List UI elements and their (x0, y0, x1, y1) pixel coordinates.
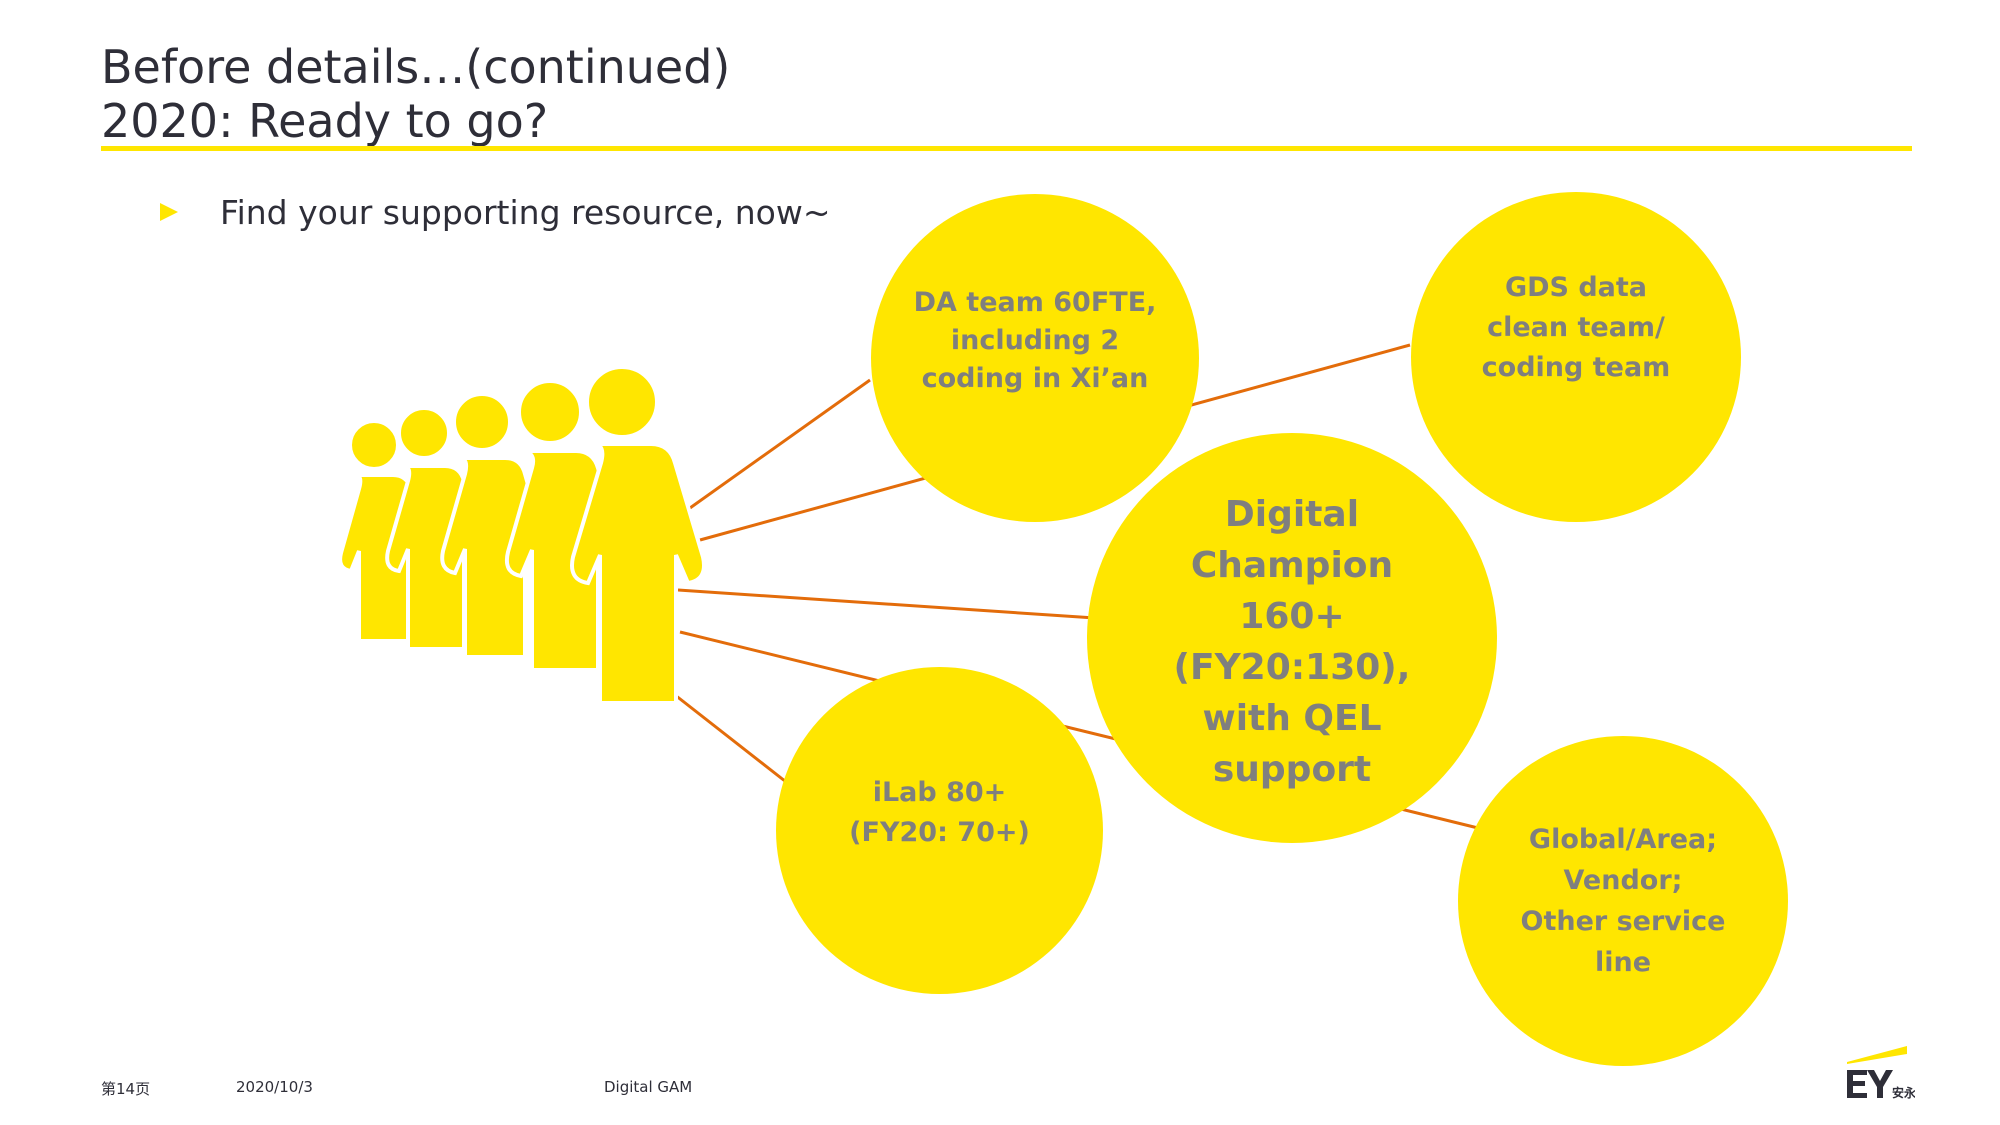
connector-line-da (689, 378, 871, 510)
bullet-text: Find your supporting resource, now~ (220, 192, 831, 232)
digital-champion-label: Digital Champion 160+ (FY20:130), with Q… (1173, 494, 1411, 790)
global-vendor-label: Global/Area; Vendor; Other service line (1520, 824, 1726, 978)
svg-text:安永: 安永 (1892, 1085, 1915, 1100)
footer-page-number: 第14页 (101, 1080, 151, 1098)
people-group-icon (338, 365, 706, 705)
ilab-bubble: iLab 80+ (FY20: 70+) (776, 667, 1103, 994)
slide-title: Before details…(continued) 2020: Ready t… (101, 40, 730, 148)
connector-line-ilab (674, 693, 791, 787)
footer-date: 2020/10/3 (236, 1078, 313, 1096)
title-line-1: Before details…(continued) (101, 40, 731, 94)
da-team-label: DA team 60FTE, including 2 coding in Xi’… (913, 287, 1157, 394)
footer-document-name: Digital GAM (604, 1078, 693, 1096)
digital-champion-bubble: Digital Champion 160+ (FY20:130), with Q… (1087, 433, 1497, 843)
title-line-2: 2020: Ready to go? (101, 94, 549, 148)
global-vendor-bubble: Global/Area; Vendor; Other service line (1458, 736, 1788, 1066)
da-team-bubble: DA team 60FTE, including 2 coding in Xi’… (871, 194, 1199, 522)
gds-team-label: GDS data clean team/ coding team (1481, 272, 1671, 383)
ilab-label: iLab 80+ (FY20: 70+) (849, 776, 1030, 848)
bullet-arrow-icon (160, 203, 178, 221)
title-underline (101, 146, 1912, 151)
gds-team-bubble: GDS data clean team/ coding team (1411, 192, 1741, 522)
connector-line-champion (677, 588, 1096, 620)
ey-logo: 安永 (1847, 1046, 1915, 1100)
person-icon-5 (570, 365, 706, 705)
bullet-item: Find your supporting resource, now~ (160, 188, 830, 236)
